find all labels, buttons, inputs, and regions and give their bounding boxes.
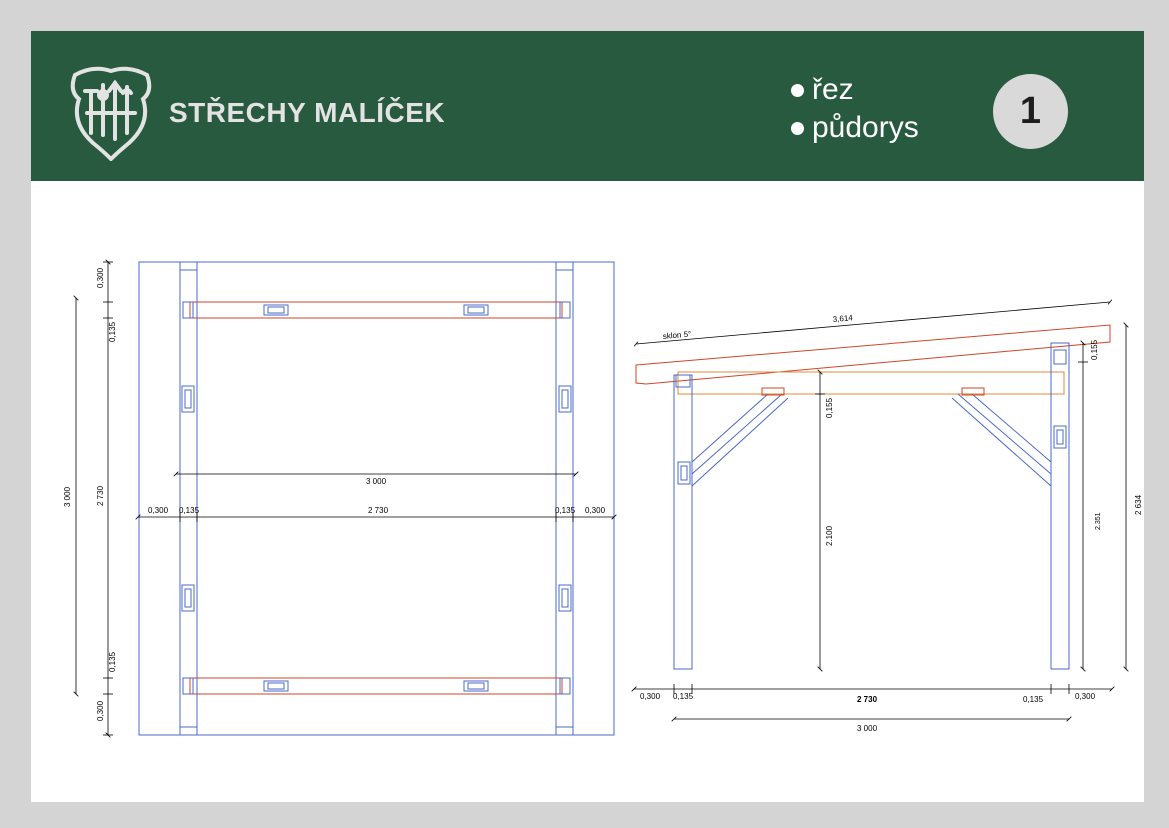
- dim-label: 0,135: [1023, 695, 1044, 704]
- floor-plan: [138, 261, 615, 736]
- dim-label: 0,135: [108, 321, 117, 342]
- dim-label: 0,300: [585, 506, 606, 515]
- plan-dimensions: [76, 262, 614, 735]
- dim-label: 0,300: [96, 267, 105, 288]
- section-beam: [677, 371, 1065, 395]
- brand-name: STŘECHY MALÍČEK: [169, 97, 446, 128]
- legend-label: půdorys: [812, 111, 919, 144]
- dim-label: 3 000: [63, 486, 72, 507]
- plan-roof-outline: [138, 261, 615, 736]
- legend-item-pudorys: půdorys: [791, 109, 919, 147]
- section-dimensions: [634, 302, 1126, 719]
- plan-post-right: [555, 261, 574, 736]
- dim-label: 0,135: [555, 506, 576, 515]
- cross-section: [635, 324, 1111, 670]
- dim-label: 0,300: [148, 506, 169, 515]
- section-brace-left: [691, 393, 789, 487]
- dim-label: 0,300: [1075, 692, 1096, 701]
- section-brace-right: [951, 393, 1052, 487]
- page-number-badge: 1: [993, 74, 1068, 149]
- section-dim-labels: sklon 5° 3,614 0,155 0,155 2.100 2.351 2…: [640, 313, 1143, 733]
- company-logo-icon: [70, 66, 152, 161]
- dim-label: 0,135: [108, 651, 117, 672]
- header-banner: STŘECHY MALÍČEK řez půdorys 1: [31, 31, 1144, 181]
- legend-label: řez: [812, 73, 854, 106]
- dim-label: 0,155: [1090, 339, 1099, 360]
- plan-beam-top: [189, 301, 563, 319]
- section-roof-slab: [635, 324, 1111, 385]
- dim-label: 2 730: [96, 485, 105, 506]
- dim-label: 2 634: [1134, 494, 1143, 515]
- dim-label: 0,300: [96, 700, 105, 721]
- dim-label: 0,300: [640, 692, 661, 701]
- bullet-icon: [791, 83, 804, 97]
- legend-list: řez půdorys: [791, 71, 919, 147]
- dim-label: 0,135: [673, 692, 694, 701]
- dim-label: 0,155: [825, 397, 834, 418]
- dim-label: 2 730: [857, 695, 878, 704]
- section-post-right: [1050, 342, 1070, 670]
- dim-label: 2.100: [825, 525, 834, 546]
- dim-label: 3 000: [857, 724, 878, 733]
- dim-label: 2.351: [1095, 512, 1102, 530]
- plan-beam-bottom: [189, 677, 563, 695]
- section-post-left: [673, 374, 693, 670]
- bullet-icon: [791, 121, 804, 135]
- dim-label: 2 730: [368, 506, 389, 515]
- dim-label: 3 000: [366, 477, 387, 486]
- legend-item-rez: řez: [791, 71, 919, 109]
- dim-label: 3,614: [832, 313, 853, 324]
- plan-dim-labels: 0,300 0,135 3 000 2 730 0,135 0,300 3 00…: [63, 267, 606, 721]
- drawing-sheet: [31, 181, 1144, 802]
- slope-label: sklon 5°: [662, 330, 691, 341]
- plan-post-left: [179, 261, 198, 736]
- dim-label: 0,135: [179, 506, 200, 515]
